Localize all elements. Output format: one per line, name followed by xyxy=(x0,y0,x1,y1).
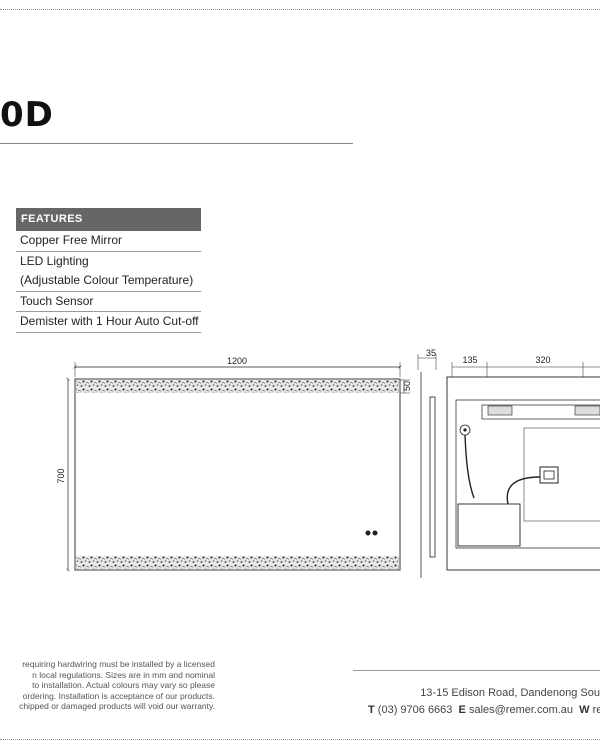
rear-dimension-1-label: 135 xyxy=(462,355,477,365)
front-view: 1200 700 50 xyxy=(56,356,412,570)
bracket xyxy=(574,405,600,416)
demister-connector-icon xyxy=(539,466,559,484)
disclaimer-line: n local regulations. Sizes are in mm and… xyxy=(32,669,215,680)
mirror-outline xyxy=(74,378,401,571)
disclaimer-line: chipped or damaged products will void ou… xyxy=(19,701,215,711)
footer-divider xyxy=(353,670,600,671)
disclaimer-line: to installation. Actual colours may vary… xyxy=(32,680,215,690)
side-profile xyxy=(429,396,436,558)
feature-item: LED Lighting (Adjustable Colour Temperat… xyxy=(16,252,201,292)
height-dimension-label: 700 xyxy=(56,468,66,483)
features-list: Copper Free Mirror LED Lighting (Adjusta… xyxy=(16,231,201,333)
email-link[interactable]: sales@remer.com.au xyxy=(468,704,574,716)
technical-drawing: 1200 700 50 35 135 320 xyxy=(56,348,600,578)
disclaimer: requiring hardwiring must be installed b… xyxy=(0,659,215,712)
contact-block: 13-15 Edison Road, Dandenong Sou T (03) … xyxy=(368,686,600,718)
web-link[interactable]: re xyxy=(592,704,600,716)
features-table: FEATURES Copper Free Mirror LED Lighting… xyxy=(16,208,201,333)
cable xyxy=(506,476,541,505)
cable xyxy=(464,434,475,499)
led-band-top xyxy=(76,380,399,393)
power-supply-box xyxy=(457,503,521,547)
feature-item: Copper Free Mirror xyxy=(16,231,201,252)
top-dotted-border xyxy=(0,9,600,10)
touch-sensor-icon xyxy=(372,530,378,536)
rear-dimension-2-label: 320 xyxy=(535,355,550,365)
band-dimension-label: 50 xyxy=(402,381,412,391)
rear-view: 135 320 xyxy=(446,355,600,571)
email-label: E xyxy=(458,704,466,716)
title-divider xyxy=(0,143,353,144)
feature-item-line: (Adjustable Colour Temperature) xyxy=(20,273,194,287)
width-dimension-label: 1200 xyxy=(227,356,247,366)
phone-number: (03) 9706 6663 xyxy=(377,704,453,716)
feature-item-line: LED Lighting xyxy=(20,253,89,268)
touch-sensor-icon xyxy=(365,530,371,536)
feature-item: Touch Sensor xyxy=(16,292,201,312)
features-heading: FEATURES xyxy=(16,208,201,231)
led-band-bottom xyxy=(76,556,399,569)
feature-item: Demister with 1 Hour Auto Cut-off xyxy=(16,312,201,333)
address: 13-15 Edison Road, Dandenong Sou xyxy=(420,687,600,699)
disclaimer-line: ordering. Installation is acceptance of … xyxy=(22,690,215,701)
side-view: 35 xyxy=(417,348,437,578)
bottom-dotted-border xyxy=(0,739,600,740)
depth-dimension-label: 35 xyxy=(426,348,436,358)
web-label: W xyxy=(579,704,590,716)
product-title: 0D xyxy=(0,95,54,135)
bracket xyxy=(487,405,513,416)
disclaimer-line: requiring hardwiring must be installed b… xyxy=(22,659,215,669)
contact-line: T (03) 9706 6663 E sales@remer.com.au W … xyxy=(368,703,600,718)
phone-label: T xyxy=(368,704,375,716)
